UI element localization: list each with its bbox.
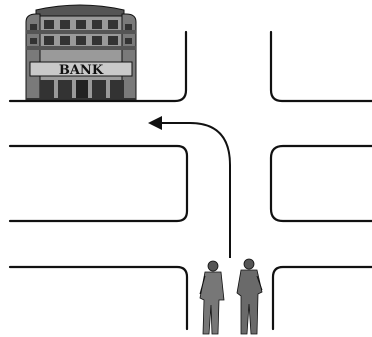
curb-top-left: [8, 30, 188, 103]
turn-left-arrow: [148, 116, 231, 258]
bank-sign: BANK: [59, 63, 104, 78]
bank-building: BANK: [25, 4, 137, 101]
person-left: [199, 260, 225, 335]
curb-bottom-left: [8, 265, 189, 331]
bank-door: [76, 80, 88, 100]
road-edges: [8, 30, 372, 331]
person-right: [236, 258, 263, 335]
curb-top-right: [269, 30, 372, 103]
curb-bottom-right: [271, 265, 372, 331]
curb-middle-left: [8, 144, 189, 223]
curb-middle-right: [269, 144, 372, 223]
